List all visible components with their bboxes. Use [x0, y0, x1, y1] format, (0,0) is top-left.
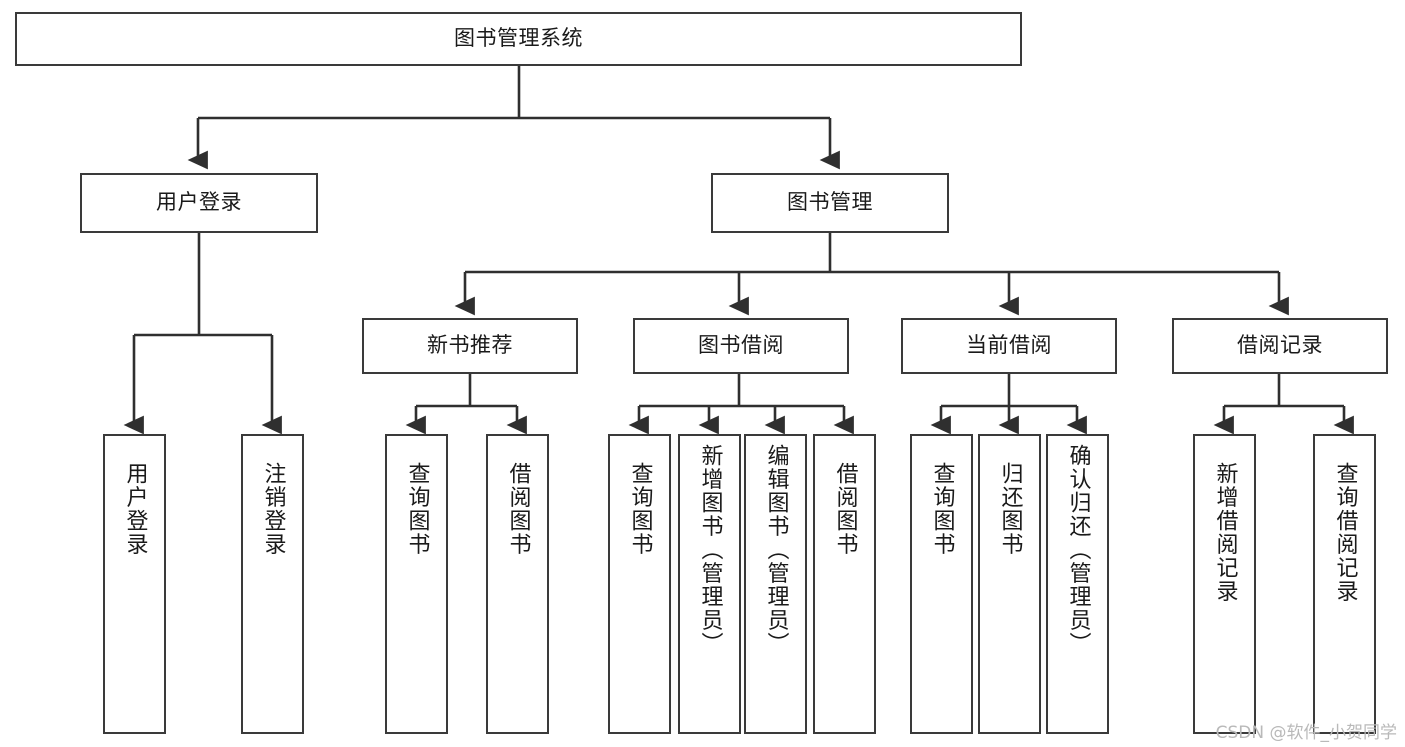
leaf-recommend-query-book[interactable]: 查询图书	[385, 434, 448, 734]
node-label: 用户登录	[156, 190, 242, 215]
node-book-borrow[interactable]: 图书借阅	[633, 318, 849, 374]
leaf-current-query-book[interactable]: 查询图书	[910, 434, 973, 734]
node-label: 查询图书	[929, 462, 955, 556]
leaf-user-login-logout[interactable]: 注销登录	[241, 434, 304, 734]
node-new-book-recommend[interactable]: 新书推荐	[362, 318, 578, 374]
node-root-system[interactable]: 图书管理系统	[15, 12, 1022, 66]
node-label: 借阅图书	[832, 462, 858, 556]
node-label: 借阅记录	[1237, 333, 1323, 358]
node-label: 注销登录	[260, 462, 286, 556]
node-label: 归还图书	[997, 462, 1023, 556]
leaf-borrow-edit-book-admin[interactable]: 编辑图书（管理员）	[744, 434, 807, 734]
node-label: 新增借阅记录	[1212, 462, 1238, 603]
node-label: 查询图书	[404, 462, 430, 556]
leaf-borrow-borrow-book[interactable]: 借阅图书	[813, 434, 876, 734]
node-borrow-record[interactable]: 借阅记录	[1172, 318, 1388, 374]
leaf-borrow-add-book-admin[interactable]: 新增图书（管理员）	[678, 434, 741, 734]
leaf-recommend-borrow-book[interactable]: 借阅图书	[486, 434, 549, 734]
node-label: 确认归还（管理员）	[1065, 444, 1091, 656]
node-label: 图书借阅	[698, 333, 784, 358]
node-label: 新书推荐	[427, 333, 513, 358]
node-label: 查询图书	[627, 462, 653, 556]
node-user-login[interactable]: 用户登录	[80, 173, 318, 233]
node-current-borrow[interactable]: 当前借阅	[901, 318, 1117, 374]
node-book-management[interactable]: 图书管理	[711, 173, 949, 233]
csdn-watermark: CSDN @软件_小贺同学	[1215, 723, 1397, 743]
node-label: 新增图书（管理员）	[697, 444, 723, 656]
node-label: 编辑图书（管理员）	[763, 444, 789, 656]
leaf-user-login-login[interactable]: 用户登录	[103, 434, 166, 734]
leaf-current-return-book[interactable]: 归还图书	[978, 434, 1041, 734]
node-label: 用户登录	[122, 462, 148, 556]
leaf-record-add-record[interactable]: 新增借阅记录	[1193, 434, 1256, 734]
node-label: 当前借阅	[966, 333, 1052, 358]
node-label: 借阅图书	[505, 462, 531, 556]
leaf-current-confirm-return-admin[interactable]: 确认归还（管理员）	[1046, 434, 1109, 734]
leaf-record-query-record[interactable]: 查询借阅记录	[1313, 434, 1376, 734]
node-label: 图书管理系统	[454, 26, 583, 51]
node-label: 图书管理	[787, 190, 873, 215]
leaf-borrow-query-book[interactable]: 查询图书	[608, 434, 671, 734]
node-label: 查询借阅记录	[1332, 462, 1358, 603]
